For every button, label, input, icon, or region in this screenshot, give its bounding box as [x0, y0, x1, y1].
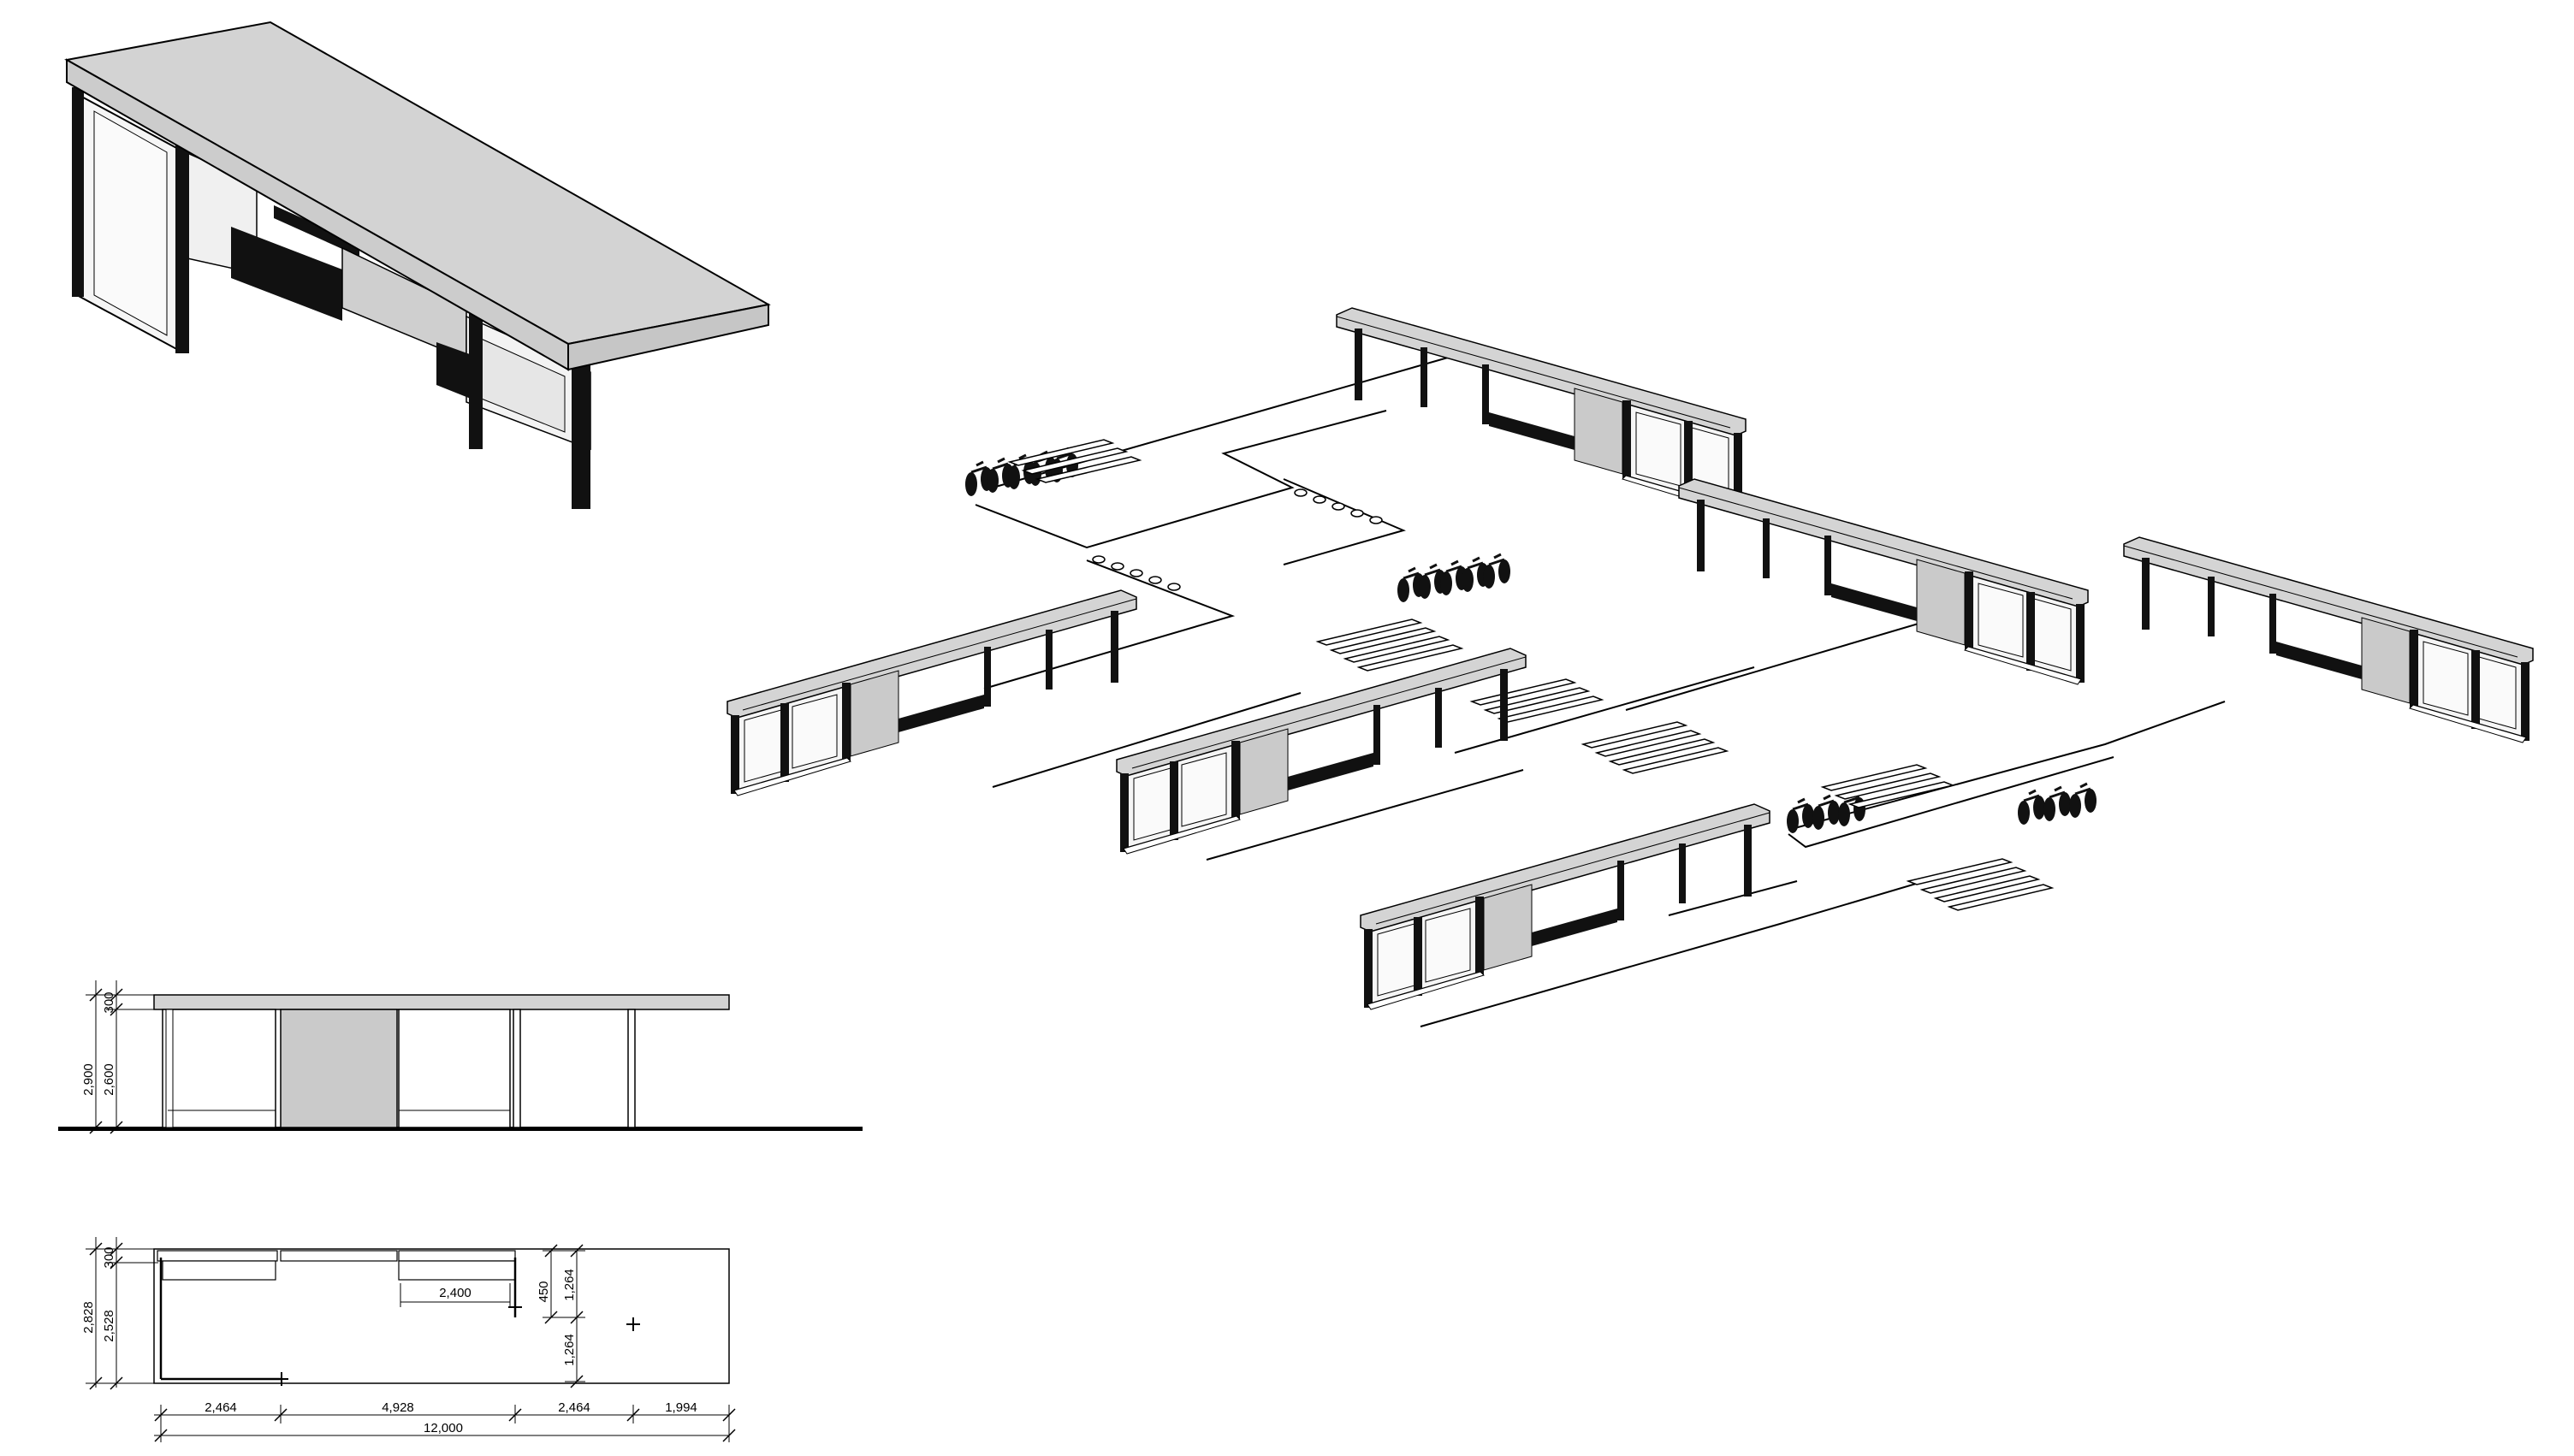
plan-drawing: 2,400 450 1,264 1,264 2,828 [81, 1237, 736, 1442]
bollard-icon [1092, 488, 1383, 591]
site-axonometric [727, 307, 2534, 1027]
dim-seg-3: 2,464 [558, 1400, 590, 1415]
shelter-site-6 [1360, 803, 1770, 1010]
bicycle-icon [2016, 782, 2098, 826]
shelter-site-2 [727, 589, 1137, 796]
dim-total-length: 12,000 [424, 1421, 463, 1435]
dim-bench-length: 2,400 [439, 1286, 472, 1300]
shelter-site-5 [2123, 536, 2534, 743]
dim-depth-top: 300 [102, 1246, 116, 1268]
dim-seg-2: 4,928 [382, 1400, 414, 1415]
shelter-site-3 [1116, 648, 1527, 855]
dim-canopy: 300 [102, 991, 116, 1013]
shelter-site-4 [1678, 478, 2089, 685]
dim-seg-1: 2,464 [205, 1400, 237, 1415]
shelter-site-1 [1336, 307, 1747, 514]
elevation-drawing: 2,900 300 2,600 [58, 980, 863, 1134]
dim-half-top: 1,264 [562, 1269, 577, 1301]
dim-depth-total: 2,828 [81, 1301, 96, 1334]
dim-clear-height: 2,600 [102, 1063, 116, 1096]
crossing-stripes [1907, 858, 2053, 911]
dim-depth-main: 2,528 [102, 1310, 116, 1342]
dim-offset: 450 [537, 1281, 551, 1302]
crossing-stripes [1317, 619, 1462, 672]
dim-half-bottom: 1,264 [562, 1334, 577, 1366]
bicycle-icon [1396, 553, 1512, 604]
crossing-stripes [1582, 721, 1728, 774]
axonometric-shelter-detail [64, 21, 771, 509]
dim-total-height: 2,900 [81, 1063, 96, 1096]
crossing-stripes [1822, 764, 1954, 808]
dim-seg-4: 1,994 [665, 1400, 697, 1415]
